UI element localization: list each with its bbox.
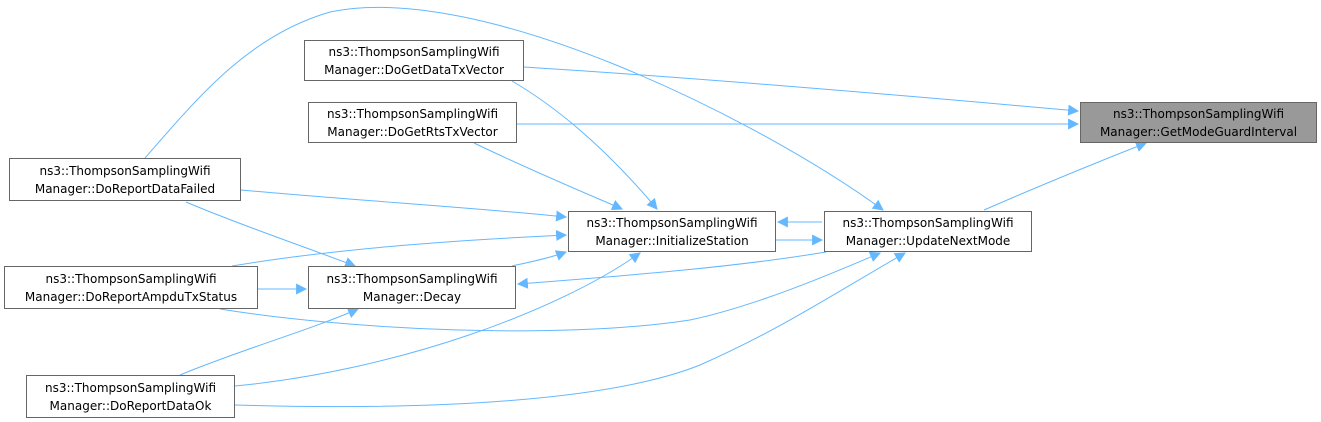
node-label-line2: Manager::DoReportDataFailed	[34, 181, 216, 196]
node-label-line2: Manager::DoGetRtsTxVector	[327, 124, 498, 139]
node-decay[interactable]: ns3::ThompsonSamplingWifi Manager::Decay	[308, 266, 516, 309]
node-label-line2: Manager::InitializeStation	[595, 233, 749, 248]
node-label-line2: Manager::Decay	[362, 289, 462, 304]
node-label-line1: ns3::ThompsonSamplingWifi	[326, 106, 499, 121]
node-label-line1: ns3::ThompsonSamplingWifi	[44, 380, 217, 395]
edge-reportok-to-init	[234, 252, 641, 387]
node-label-line1: ns3::ThompsonSamplingWifi	[45, 271, 217, 286]
node-label-line1: ns3::ThompsonSamplingWifi	[326, 271, 498, 286]
edge-dogetdata-to-init	[511, 80, 658, 210]
node-get-mode-guard-interval: ns3::ThompsonSamplingWifi Manager::GetMo…	[1080, 102, 1317, 143]
node-update-next-mode[interactable]: ns3::ThompsonSamplingWifi Manager::Updat…	[824, 211, 1032, 252]
node-label-line2: Manager::GetModeGuardInterval	[1099, 124, 1298, 139]
node-label-line2: Manager::DoReportDataOk	[49, 398, 212, 413]
node-label-line1: ns3::ThompsonSamplingWifi	[39, 163, 211, 178]
edge-reportfailed-to-decay	[185, 201, 357, 268]
edge-update-to-target	[983, 141, 1148, 211]
edge-ampdu-to-update	[219, 251, 882, 332]
node-label-line2: Manager::UpdateNextMode	[845, 233, 1011, 248]
edge-dogetdata-to-target	[523, 66, 1080, 116]
node-do-get-rts-tx-vector[interactable]: ns3::ThompsonSamplingWifi Manager::DoGet…	[308, 102, 517, 143]
node-label-line1: ns3::ThompsonSamplingWifi	[586, 215, 758, 230]
node-initialize-station[interactable]: ns3::ThompsonSamplingWifi Manager::Initi…	[568, 211, 776, 252]
node-label-line1: ns3::ThompsonSamplingWifi	[328, 44, 500, 59]
edge-reportfailed-to-init	[240, 189, 568, 222]
edge-ampdu-to-init	[231, 229, 568, 267]
edge-dogetrts-to-init	[473, 142, 624, 211]
edge-reportfailed-to-update	[144, 7, 884, 211]
node-label-line2: Manager::DoGetDataTxVector	[324, 62, 504, 77]
node-do-report-data-failed[interactable]: ns3::ThompsonSamplingWifi Manager::DoRep…	[9, 158, 241, 201]
node-do-get-data-tx-vector[interactable]: ns3::ThompsonSamplingWifi Manager::DoGet…	[304, 40, 524, 81]
node-label-line1: ns3::ThompsonSamplingWifi	[842, 215, 1014, 230]
edge-reportok-to-update	[234, 252, 906, 408]
node-do-report-data-ok[interactable]: ns3::ThompsonSamplingWifi Manager::DoRep…	[26, 375, 235, 418]
edge-reportok-to-decay	[179, 307, 360, 376]
edge-update-to-decay	[516, 251, 827, 289]
node-do-report-ampdu-tx-status[interactable]: ns3::ThompsonSamplingWifi Manager::DoRep…	[4, 266, 258, 309]
edge-init-to-decay	[511, 250, 568, 267]
node-label-line2: Manager::DoReportAmpduTxStatus	[24, 289, 238, 304]
node-label-line1: ns3::ThompsonSamplingWifi	[1112, 106, 1285, 121]
